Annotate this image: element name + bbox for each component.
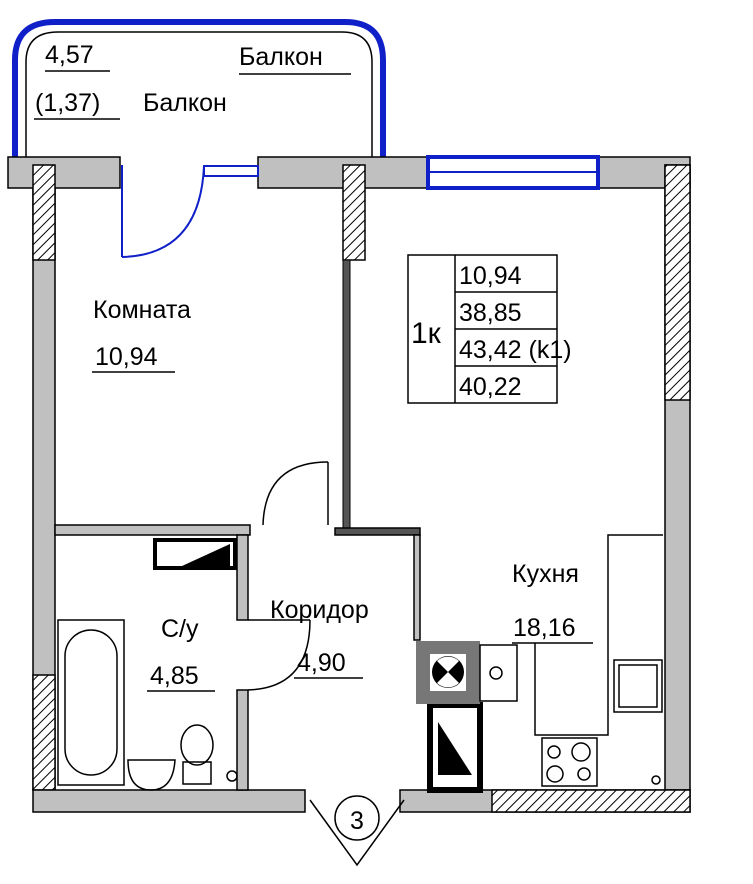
- toilet: [180, 724, 238, 785]
- kitchen-counter: [534, 534, 663, 736]
- corridor-label: Коридор: [270, 596, 369, 624]
- reduced-total: 40,22: [459, 373, 522, 401]
- interior-partitions: [54, 524, 421, 791]
- balcony-reduced-area: (1,37): [35, 89, 100, 117]
- balcony-label: Балкон: [143, 89, 227, 117]
- kitchen-label: Кухня: [512, 560, 579, 588]
- kitchen-area: 18,16: [513, 614, 576, 642]
- exterior-wall-bottom: [32, 789, 691, 813]
- balcony-label-top: Балкон: [239, 43, 323, 71]
- bathtub: [57, 619, 125, 786]
- interior-wall-middle: [342, 164, 366, 531]
- bathroom-door[interactable]: [247, 619, 311, 691]
- total-with-balcony: 43,42 (k1): [459, 336, 572, 364]
- apartment-type: 1к: [411, 317, 442, 350]
- room-label: Комната: [93, 296, 191, 324]
- living-area: 10,94: [459, 262, 522, 290]
- entrance-marker: 3: [309, 795, 405, 867]
- bathroom-area: 4,85: [150, 662, 199, 690]
- corridor-area: 4,90: [297, 649, 346, 677]
- ventilation-shaft: [153, 538, 483, 793]
- room-area: 10,94: [95, 343, 158, 371]
- exterior-wall-right: [664, 164, 691, 791]
- balcony-door[interactable]: [121, 165, 259, 258]
- exterior-wall-left: [32, 164, 56, 791]
- entrance-number: 3: [350, 807, 364, 835]
- balcony-glazing: [12, 19, 386, 157]
- kitchen-stove-hood: [416, 641, 518, 704]
- sink: [127, 759, 176, 791]
- bathroom-label: С/у: [161, 615, 199, 643]
- cooktop: [541, 737, 661, 787]
- apartment-summary-table: [407, 254, 558, 404]
- total-area: 38,85: [459, 299, 522, 327]
- balcony-area: 4,57: [45, 41, 94, 69]
- room-door[interactable]: [262, 461, 329, 526]
- exterior-wall-top: [7, 155, 691, 190]
